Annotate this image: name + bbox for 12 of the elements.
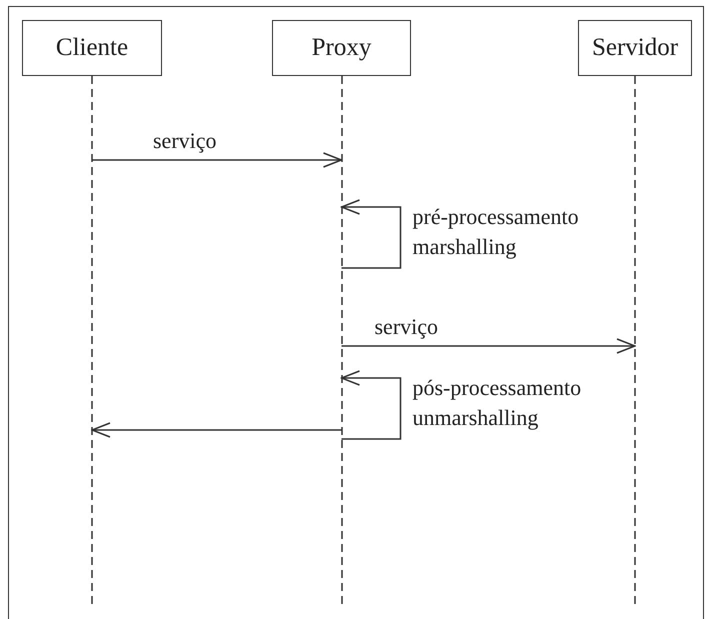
message-arrow	[342, 338, 636, 354]
self-message-arrow	[340, 199, 402, 269]
message-label: serviço	[153, 127, 218, 155]
message-arrow	[91, 422, 342, 438]
self-message-arrow	[340, 370, 402, 440]
message-arrow	[92, 152, 342, 168]
participant-box: Servidor	[578, 20, 692, 76]
message-label: pré-processamento marshalling	[412, 203, 580, 261]
participant-box: Proxy	[272, 20, 411, 76]
message-label: pós-processamento unmarshalling	[412, 374, 582, 432]
message-label: serviço	[374, 313, 440, 341]
participant-box: Cliente	[22, 20, 162, 76]
